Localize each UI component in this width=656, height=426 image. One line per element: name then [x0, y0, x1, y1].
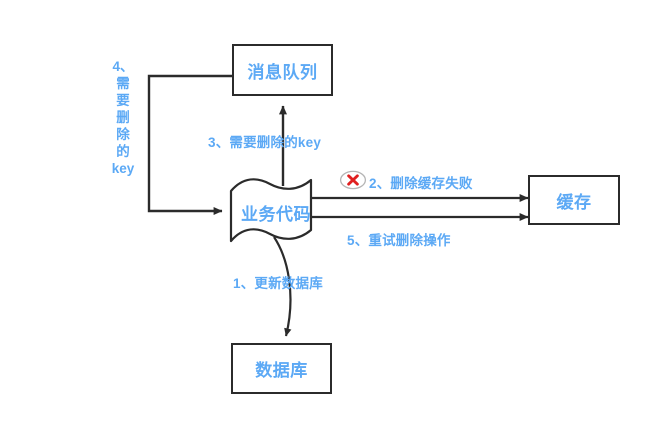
node-business-code-label-wrap[interactable]: 业务代码	[241, 200, 311, 225]
edge-4-label: 4、 需 要 删 除 的 key	[106, 58, 140, 177]
edge-1-label: 1、更新数据库	[233, 272, 323, 292]
node-cache[interactable]: 缓存	[528, 175, 620, 225]
edge-2-label-text: 2、删除缓存失败	[369, 176, 473, 191]
edge-2-label: 2、删除缓存失败	[369, 172, 473, 192]
node-cache-label: 缓存	[556, 192, 592, 212]
business-code-shape	[229, 178, 313, 243]
error-x-icon	[339, 170, 367, 190]
node-database-label: 数据库	[255, 361, 308, 380]
edge-5-label-text: 5、重试删除操作	[347, 233, 451, 248]
edge-4-char-5: 的	[116, 144, 130, 159]
edge-4-char-6: key	[111, 161, 135, 176]
edge-4-char-3: 删	[116, 110, 130, 125]
edge-3-label-text: 3、需要删除的key	[208, 135, 322, 150]
edge-4-char-4: 除	[116, 127, 130, 142]
edge-4-char-2: 要	[116, 93, 130, 108]
edge-4-char-0: 4、	[112, 59, 134, 74]
edge-1-label-text: 1、更新数据库	[233, 276, 323, 291]
edge-4-connector	[147, 74, 232, 215]
node-database[interactable]: 数据库	[231, 343, 332, 394]
edge-3-label: 3、需要删除的key	[208, 131, 321, 151]
node-business-code-label: 业务代码	[241, 205, 311, 224]
edge-1-connector	[273, 236, 292, 337]
edge-5-label: 5、重试删除操作	[347, 229, 451, 249]
edge-4-char-1: 需	[116, 76, 130, 91]
node-message-queue-label: 消息队列	[247, 62, 318, 82]
node-message-queue[interactable]: 消息队列	[232, 44, 333, 96]
